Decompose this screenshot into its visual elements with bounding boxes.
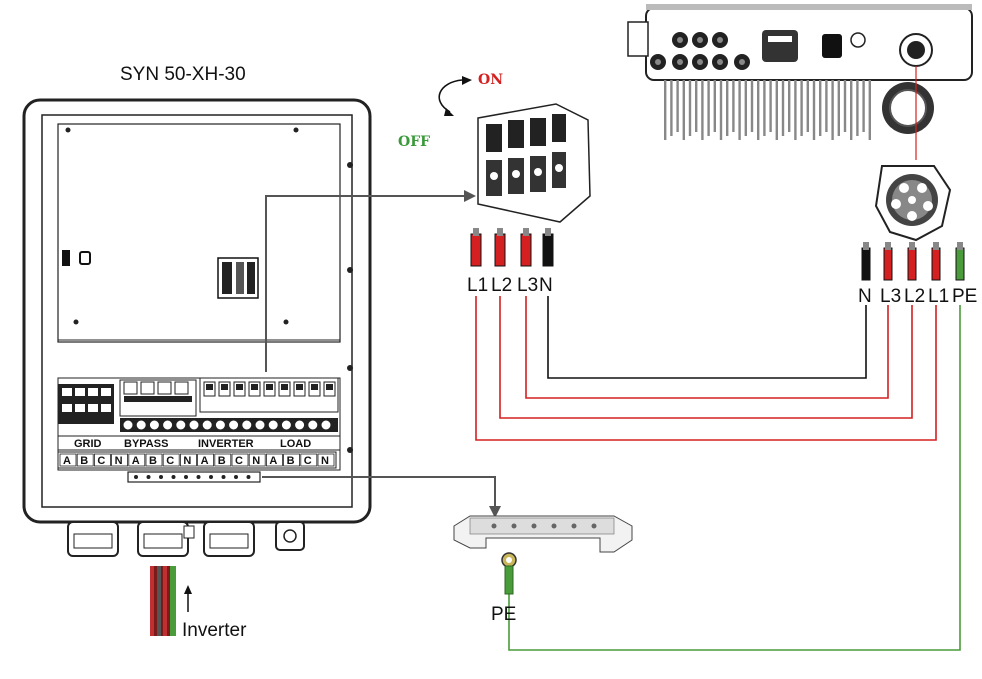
terminal-letter: A [132, 455, 140, 467]
terminal-letter: A [63, 455, 71, 467]
terminal-group-label: INVERTER [198, 438, 254, 450]
pe-lug [501, 552, 517, 595]
terminal-letter: B [149, 455, 157, 467]
terminal-letter: C [304, 455, 312, 467]
terminal-group-label: BYPASS [124, 438, 168, 450]
device-title: SYN 50-XH-30 [120, 64, 246, 85]
terminal-letter: N [252, 455, 260, 467]
terminal-letter: A [269, 455, 277, 467]
terminal-letter: N [183, 455, 191, 467]
breaker-wire-label: L3 [517, 275, 538, 296]
internal-breaker [217, 257, 259, 299]
inverter-unit [627, 4, 973, 140]
on-off-arrow [438, 79, 463, 113]
inverter-wire-label: L1 [928, 286, 949, 307]
cable-glands [67, 521, 305, 557]
terminal-letter: B [218, 455, 226, 467]
inverter-wire-label: N [858, 286, 872, 307]
wire-l3 [525, 296, 889, 399]
pe-label: PE [491, 604, 516, 625]
breaker-wire-label: L2 [491, 275, 512, 296]
breaker-wire-label: L1 [467, 275, 488, 296]
inverter-wire-label: L2 [904, 286, 925, 307]
terminal-letter: B [80, 455, 88, 467]
terminal-letter: C [166, 455, 174, 467]
breaker-wire-label: N [539, 275, 553, 296]
wire-pe [508, 305, 961, 651]
terminal-letter: A [201, 455, 209, 467]
wire-l1 [475, 296, 937, 441]
terminal-letter: B [287, 455, 295, 467]
terminal-letter: N [321, 455, 329, 467]
terminal-letter: C [235, 455, 243, 467]
off-label: OFF [398, 134, 430, 150]
internal-pe-bar [127, 471, 261, 483]
terminal-group-label: GRID [74, 438, 102, 450]
terminal-letter: N [115, 455, 123, 467]
inverter-wire-label: L3 [880, 286, 901, 307]
terminal-group-label: LOAD [280, 438, 311, 450]
on-label: ON [478, 72, 503, 88]
wire-l2 [499, 296, 913, 419]
inverter-wire-label: PE [952, 286, 977, 307]
external-pe-bar [453, 515, 633, 553]
breaker-connection-arrow [265, 195, 464, 372]
ac-connector [874, 165, 952, 242]
inverter-cable-label: Inverter [182, 620, 247, 641]
wire-runs [475, 296, 961, 651]
terminal-letter: C [97, 455, 105, 467]
inverter-cable-bundle [150, 566, 176, 636]
external-breaker [477, 103, 591, 223]
wire-neutral [547, 296, 867, 379]
pe-connection-arrow [262, 476, 496, 508]
